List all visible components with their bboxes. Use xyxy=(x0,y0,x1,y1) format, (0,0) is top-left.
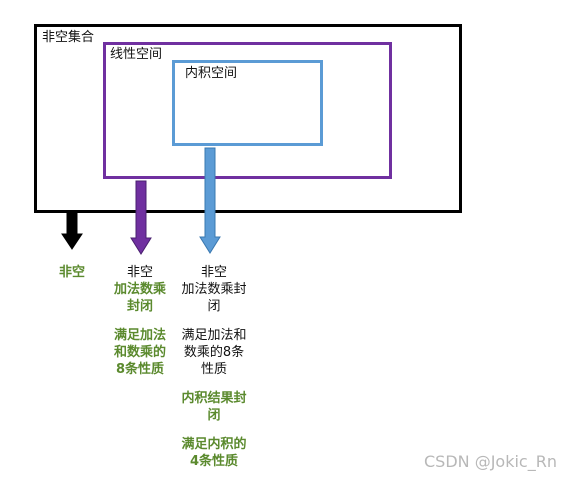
property-axioms-line2: 数乘的8条 xyxy=(183,345,245,360)
property-inner-closure-line2: 闭 xyxy=(207,408,221,423)
nonempty-set-label: 非空集合 xyxy=(42,30,95,45)
property-axioms-line1: 满足加法和 xyxy=(181,328,247,343)
property-inner-axioms-line1: 满足内积的 xyxy=(181,437,247,452)
property-inner-closure-line1: 内积结果封 xyxy=(181,391,247,406)
linear-space-properties: 非空 加法数乘 封闭 满足加法 和数乘的 8条性质 xyxy=(105,264,175,378)
nonempty-set-box xyxy=(34,24,462,213)
watermark: CSDN @Jokic_Rn xyxy=(424,452,557,471)
inner-product-space-box xyxy=(172,60,323,146)
property-axioms-line3: 8条性质 xyxy=(115,362,165,377)
nonempty-properties: 非空 xyxy=(48,264,96,281)
property-closure-line1: 加法数乘封 xyxy=(181,282,247,297)
property-nonempty: 非空 xyxy=(126,265,153,280)
inner-product-space-properties: 非空 加法数乘封 闭 满足加法和 数乘的8条 性质 内积结果封 闭 满足内积的 … xyxy=(172,264,256,470)
property-closure-line2: 封闭 xyxy=(126,299,153,314)
property-axioms-line3: 性质 xyxy=(200,362,227,377)
property-nonempty: 非空 xyxy=(200,265,227,280)
inner-product-space-label: 内积空间 xyxy=(185,66,238,81)
property-axioms-line2: 和数乘的 xyxy=(113,345,166,360)
purple-down-arrow xyxy=(130,180,152,255)
black-down-arrow xyxy=(61,212,83,250)
linear-space-box xyxy=(103,42,392,179)
property-closure-line2: 闭 xyxy=(207,299,221,314)
property-axioms-line1: 满足加法 xyxy=(113,328,166,343)
property-inner-axioms-line2: 4条性质 xyxy=(189,454,239,469)
property-closure-line1: 加法数乘 xyxy=(113,282,166,297)
blue-down-arrow xyxy=(199,147,221,254)
property-nonempty: 非空 xyxy=(58,265,85,280)
linear-space-label: 线性空间 xyxy=(110,47,163,62)
